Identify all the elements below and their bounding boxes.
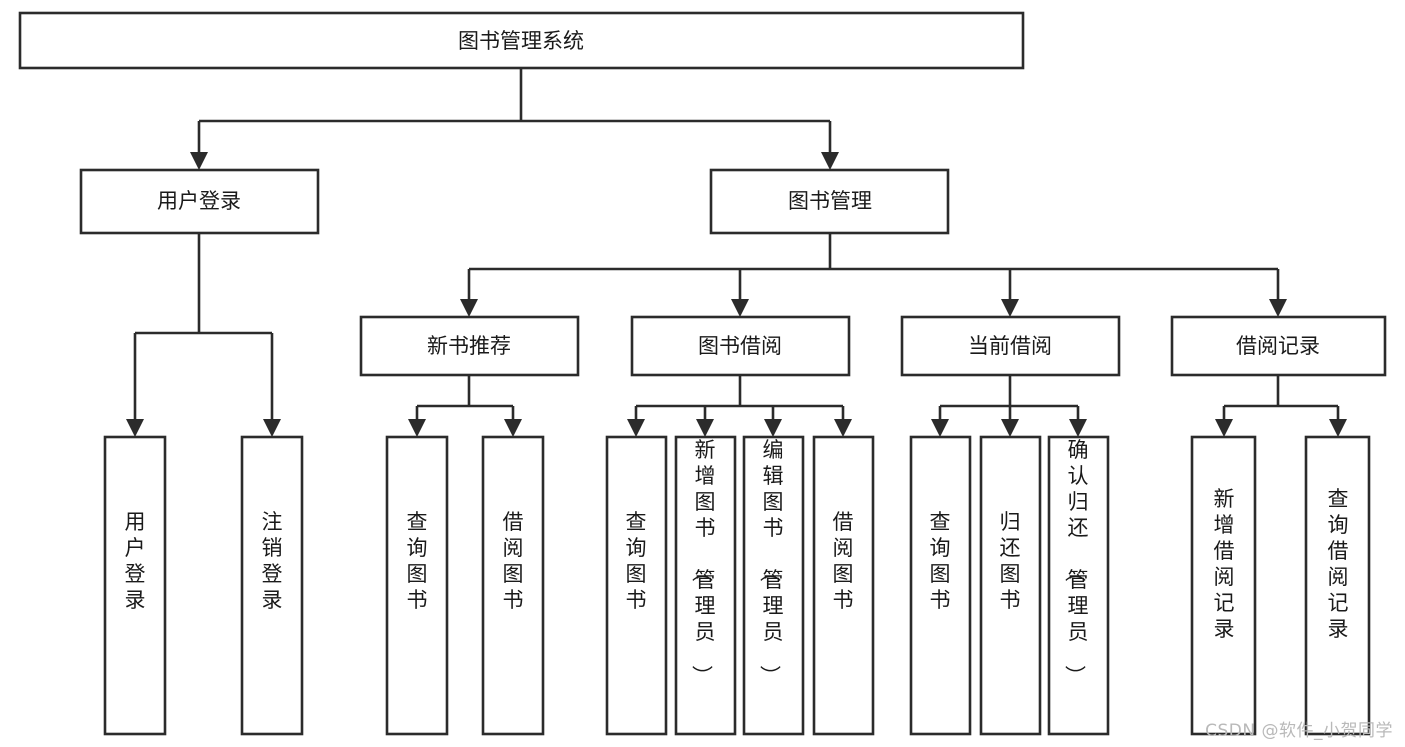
node-book-management[interactable]: 图书管理 [709,168,950,235]
leaf-book-borrow-query-label: 查询图书 [626,510,647,612]
arrow-bookborrow-leaf-1 [627,419,645,437]
leaf-book-borrow-add[interactable]: 新增图书（管理员） [674,435,737,736]
arrow-root-to-user-login [190,152,208,170]
leaf-current-borrow-query[interactable]: 查询图书 [909,435,972,736]
node-new-book-recommend[interactable]: 新书推荐 [359,315,580,377]
arrow-bookborrow-leaf-3 [764,419,782,437]
arrow-borrowrecord-leaf-1 [1215,419,1233,437]
leaf-new-book-query-label: 查询图书 [407,510,428,612]
leaf-book-borrow-add-label: 新增图书（管理员） [690,438,716,686]
arrow-currentborrow-leaf-2 [1001,419,1019,437]
node-user-login-label: 用户登录 [157,189,241,213]
node-borrow-record-label: 借阅记录 [1236,334,1320,358]
leaf-borrow-record-query[interactable]: 查询借阅记录 [1304,435,1371,736]
leaf-new-book-borrow[interactable]: 借阅图书 [481,435,545,736]
arrow-borrowrecord-leaf-2 [1329,419,1347,437]
leaf-book-borrow-borrow-label: 借阅图书 [833,510,854,612]
leaf-current-borrow-confirm-label: 确认归还（管理员） [1063,438,1089,686]
leaf-book-borrow-borrow[interactable]: 借阅图书 [812,435,875,736]
node-book-borrow[interactable]: 图书借阅 [630,315,851,377]
leaf-borrow-record-query-label: 查询借阅记录 [1328,487,1349,641]
leaf-current-borrow-return-label: 归还图书 [1000,510,1021,612]
arrow-newbook-leaf-2 [504,419,522,437]
arrow-bookmgmt-child-3 [1001,299,1019,317]
leaf-current-borrow-query-label: 查询图书 [930,510,951,612]
leaf-book-borrow-edit-label: 编辑图书（管理员） [758,438,784,686]
leaf-user-login-logout-label: 注销登录 [262,510,283,612]
leaf-new-book-borrow-label: 借阅图书 [503,510,524,612]
leaf-user-login-login[interactable]: 用户登录 [103,435,167,736]
leaf-borrow-record-add-label: 新增借阅记录 [1214,487,1235,641]
node-new-book-recommend-label: 新书推荐 [427,334,511,358]
leaf-current-borrow-confirm[interactable]: 确认归还（管理员） [1047,435,1110,736]
node-book-borrow-label: 图书借阅 [698,334,782,358]
leaf-new-book-query[interactable]: 查询图书 [385,435,449,736]
arrow-currentborrow-leaf-1 [931,419,949,437]
arrow-currentborrow-leaf-3 [1069,419,1087,437]
node-current-borrow-label: 当前借阅 [968,334,1052,358]
node-current-borrow[interactable]: 当前借阅 [900,315,1121,377]
arrow-bookmgmt-child-4 [1269,299,1287,317]
arrow-root-to-book-mgmt [821,152,839,170]
leaf-book-borrow-edit[interactable]: 编辑图书（管理员） [742,435,805,736]
arrow-userlogin-leaf-2 [263,419,281,437]
leaf-borrow-record-add[interactable]: 新增借阅记录 [1190,435,1257,736]
arrow-newbook-leaf-1 [408,419,426,437]
leaf-current-borrow-return[interactable]: 归还图书 [979,435,1042,736]
leaf-user-login-login-label: 用户登录 [125,510,146,612]
node-user-login[interactable]: 用户登录 [79,168,320,235]
node-root[interactable]: 图书管理系统 [18,11,1025,70]
node-borrow-record[interactable]: 借阅记录 [1170,315,1387,377]
arrow-bookborrow-leaf-2 [696,419,714,437]
arrow-bookmgmt-child-2 [731,299,749,317]
leaf-book-borrow-query[interactable]: 查询图书 [605,435,668,736]
connector-layer [126,68,1347,437]
arrow-bookborrow-leaf-4 [834,419,852,437]
node-book-management-label: 图书管理 [788,189,872,213]
arrow-userlogin-leaf-1 [126,419,144,437]
arrow-bookmgmt-child-1 [460,299,478,317]
node-root-label: 图书管理系统 [458,29,584,53]
leaf-user-login-logout[interactable]: 注销登录 [240,435,304,736]
